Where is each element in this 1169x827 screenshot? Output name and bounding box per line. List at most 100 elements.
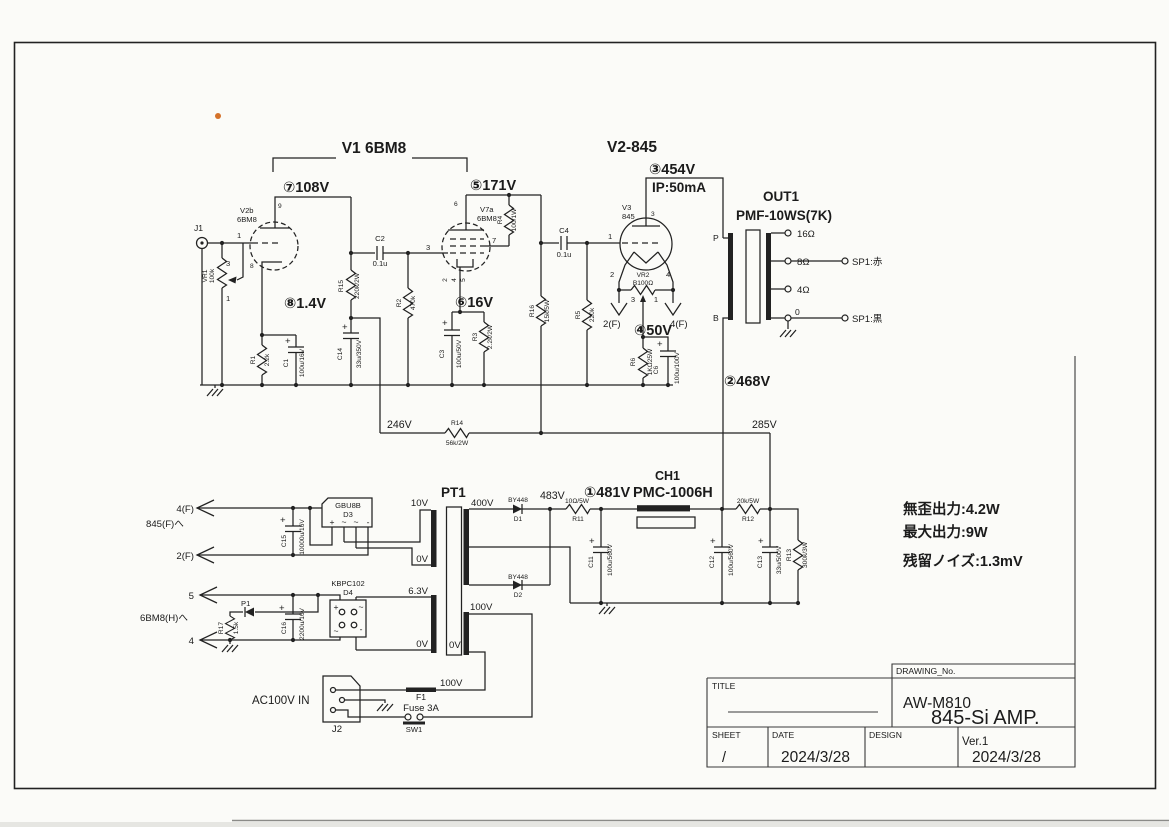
vr2-pin3: 3	[631, 295, 635, 304]
c3-label: C3	[439, 349, 446, 358]
ac-input-label: AC100V IN	[252, 695, 310, 707]
pt1-400v-winding	[463, 509, 469, 585]
ch1-choke-icon	[637, 505, 690, 512]
r5-value: 220k	[589, 307, 596, 322]
tap-8ohm-terminal	[784, 257, 792, 265]
spec-max-output: 最大出力:9W	[903, 523, 988, 541]
c13-label: C13	[757, 556, 764, 568]
d4-type: KBPC102	[331, 579, 364, 588]
r17-label: R17	[218, 622, 225, 634]
c15-value: 10000u/16V	[299, 519, 306, 555]
r13-label: R13	[786, 549, 793, 561]
r3-label: R3	[472, 332, 479, 341]
vr1-label: VR1	[202, 269, 209, 282]
date-value: 2024/3/28	[781, 749, 850, 766]
filament-2f-label: 2(F)	[603, 319, 621, 330]
v1-heading: V1 6BM8	[342, 140, 407, 157]
r14-label: R14	[451, 420, 463, 427]
r12-label: R12	[742, 516, 754, 523]
r2-label: R2	[396, 298, 403, 307]
drawing-border	[13, 41, 1157, 790]
c16-value: 2200u/16V	[299, 607, 306, 640]
node-481v-callout: ①481V	[584, 485, 630, 501]
v7a-pin3: 3	[426, 243, 430, 252]
tap-0-terminal	[784, 314, 792, 322]
d4-plus: +	[333, 602, 338, 612]
r2-value: 470k	[410, 295, 417, 310]
c12-polarity: +	[710, 536, 716, 547]
c13-polarity: +	[758, 536, 764, 547]
output-transformer: OUT1 PMF-10WS(7K) P B 16Ω 8Ω 4Ω 0 SP1:赤 …	[713, 189, 883, 509]
wires-input-stage	[200, 196, 673, 433]
pt1-10v-winding	[431, 510, 437, 567]
r4-value: 100/1W	[511, 208, 518, 232]
v7a-pin5: 5	[460, 278, 467, 282]
input-stage: V1 6BM8 J1 VR1 100k 3 1 1 V2b 6BM8 9 8 ⑦…	[194, 140, 673, 433]
to-6bm8-heater-label: 6BM8(H)へ	[140, 613, 188, 624]
bplus-distribution: 246V R14 56k/2W 285V	[380, 419, 778, 509]
flag-4f-label: 4(F)	[176, 504, 194, 515]
node-285v-label: 285V	[752, 419, 778, 431]
v7a-label: V7a	[480, 205, 494, 214]
cathode-voltage-callout: ⑧1.4V	[284, 296, 326, 312]
ch1-label: CH1	[655, 469, 680, 483]
wires-driver-stage	[448, 194, 620, 433]
sheet-label: SHEET	[712, 730, 741, 740]
d4-pin	[350, 608, 358, 616]
v3-pin1: 1	[608, 232, 612, 241]
cathode-voltage-callout: ④50V	[634, 323, 672, 339]
c1-polarity: +	[285, 336, 291, 347]
r6-label: R6	[630, 357, 637, 366]
v7a-pin2: 2	[442, 278, 449, 282]
d4-pin	[338, 621, 346, 629]
vr2-label: VR2	[637, 272, 650, 279]
r16-value: 15k/5W	[544, 299, 551, 322]
j2-pin	[329, 706, 337, 714]
c11-label: C11	[588, 556, 595, 568]
v2b-pin8: 8	[250, 263, 254, 270]
v3-pin3: 3	[651, 211, 655, 218]
c4-value: 0.1u	[557, 250, 572, 259]
tap-16ohm-label: 16Ω	[797, 229, 815, 240]
date-label: DATE	[772, 730, 795, 740]
specs: 無歪出力:4.2W 最大出力:9W 残留ノイズ:1.3mV	[903, 500, 1023, 570]
spec-residual-noise: 残留ノイズ:1.3mV	[903, 552, 1023, 570]
pt1-0v-label: 0V	[449, 640, 461, 651]
pt1-6v3-winding	[431, 595, 437, 653]
tap-4ohm-label: 4Ω	[797, 285, 810, 296]
c4-label: C4	[559, 226, 569, 235]
d3-plus: +	[329, 517, 334, 527]
v7a-pin4: 4	[451, 278, 458, 282]
tube-v2b-envelope	[249, 221, 299, 271]
scan-artifact-dot	[215, 113, 221, 119]
v1-bracket	[272, 157, 468, 172]
v7a-type: 6BM8	[477, 214, 497, 223]
c16-polarity: +	[279, 603, 285, 614]
sp1-red-terminal	[841, 257, 849, 265]
pt1-100v-label: 100V	[470, 602, 493, 613]
title-block: TITLE DRAWING_No. AW-M810 845-Si AMP. SH…	[706, 356, 1076, 768]
j1-jack-icon	[195, 236, 209, 250]
v3-type: 845	[622, 212, 635, 221]
c14-value: 33u/350V	[356, 339, 363, 368]
r14-value: 56k/2W	[446, 440, 469, 447]
sp1-red-label: SP1:赤	[852, 257, 883, 268]
v7a-pin7: 7	[492, 236, 496, 245]
r11-value: 10Ω/5W	[565, 498, 590, 505]
d3-label: D3	[343, 510, 353, 519]
r1-label: R1	[250, 355, 257, 364]
wires-mains	[336, 689, 406, 718]
pt1-10v-label: 10V	[411, 498, 429, 509]
power-transformer: PT1 10V 0V 6.3V 0V 400V 100V 0V 100V	[344, 485, 533, 718]
f1-fuse-icon	[406, 687, 436, 692]
design-label: DESIGN	[869, 730, 902, 740]
r15-value: 220k/2W	[354, 272, 361, 299]
vr1-pin1: 1	[226, 294, 230, 303]
flag-4-label: 4	[189, 636, 195, 647]
j2-pin	[329, 686, 337, 694]
mains-input: AC100V IN J2 F1 Fuse 3A SW1	[252, 675, 439, 735]
v3-label: V3	[622, 203, 631, 212]
c2-value: 0.1u	[373, 259, 388, 268]
r16-label: R16	[529, 305, 536, 317]
